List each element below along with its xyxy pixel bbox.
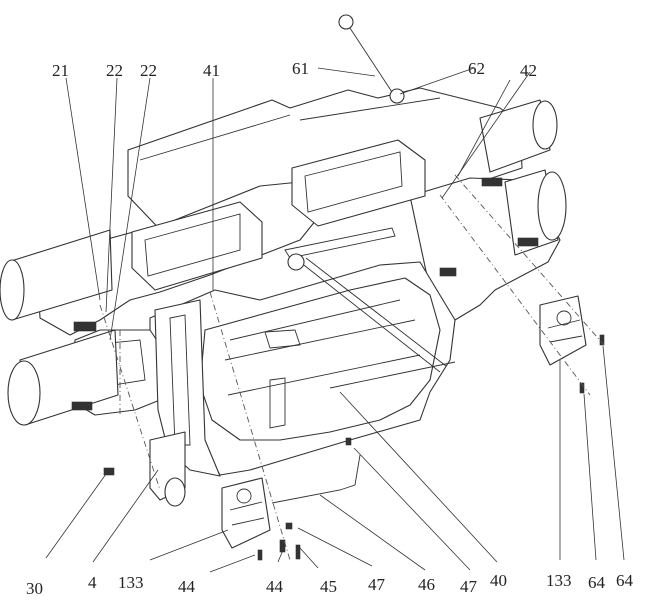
housing-body	[37, 87, 561, 477]
callout-30: 30	[26, 579, 43, 598]
pipe-part	[149, 431, 186, 507]
outlet-box-right	[291, 139, 426, 227]
clips	[71, 177, 539, 411]
duct-left-upper	[0, 229, 113, 321]
callout-44-b: 44	[266, 577, 284, 596]
callout-133-b: 133	[546, 571, 572, 590]
actuator-left	[221, 477, 271, 549]
callout-47-a: 47	[368, 575, 386, 594]
outlet-box-left	[131, 201, 263, 291]
callout-22-b: 22	[140, 61, 157, 80]
callout-46: 46	[418, 575, 435, 594]
callout-21: 21	[52, 61, 69, 80]
callout-64-b: 64	[616, 571, 634, 590]
callout-62: 62	[468, 59, 485, 78]
linkage	[284, 227, 456, 389]
duct-left-lower	[7, 329, 119, 426]
callout-45: 45	[320, 577, 337, 596]
actuator-right	[539, 295, 587, 366]
duct-right-lower	[504, 169, 567, 256]
callout-40: 40	[490, 571, 507, 590]
callout-44-a: 44	[178, 577, 196, 596]
callout-47-b: 47	[460, 577, 478, 596]
callout-4: 4	[88, 573, 97, 592]
callout-22-a: 22	[106, 61, 123, 80]
callout-41: 41	[203, 61, 220, 80]
cable-46	[271, 454, 361, 504]
callout-labels: 21 22 22 41 61 62 42 30 4 133 44 44 45 4…	[26, 59, 634, 598]
callout-61: 61	[292, 59, 309, 78]
callout-42: 42	[520, 61, 537, 80]
callout-64-a: 64	[588, 573, 606, 592]
small-parts	[103, 334, 605, 561]
rod-61	[338, 14, 405, 104]
leader-lines	[45, 67, 625, 573]
callout-133-a: 133	[118, 573, 144, 592]
axis-lines	[99, 174, 605, 561]
